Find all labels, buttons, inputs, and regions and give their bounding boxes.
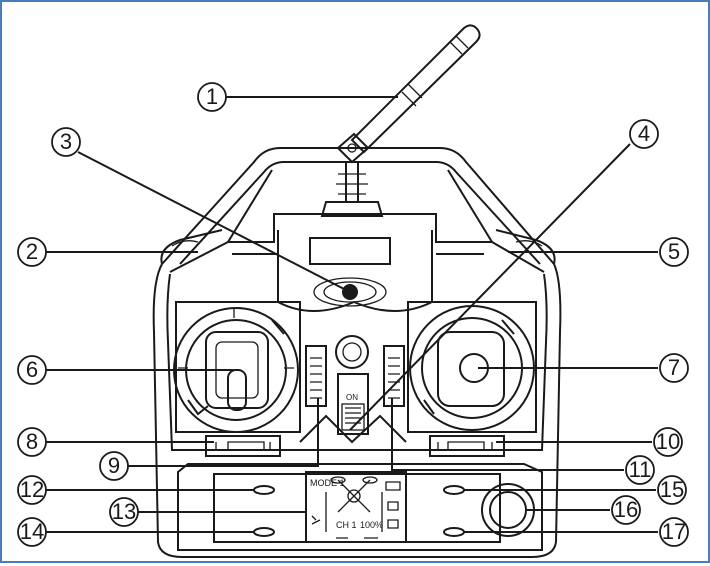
lcd-screen: MODE 1 CH 1 100% [305,471,407,543]
callout-7: 7 [659,353,689,383]
callout-16: 16 [611,495,641,525]
callout-number-7: 7 [668,355,680,380]
callout-11: 11 [625,455,655,485]
callout-3: 3 [51,127,81,157]
callout-number-16: 16 [614,497,638,522]
callout-number-11: 11 [629,457,652,482]
callout-number-14: 14 [20,519,44,544]
callout-2: 2 [17,237,47,267]
callout-number-2: 2 [26,239,38,264]
callout-17: 17 [659,517,689,547]
callout-circle-2 [17,237,47,267]
antenna [320,24,481,217]
callout-5: 5 [659,237,689,267]
callout-number-12: 12 [20,477,44,502]
lcd-channel-text: CH 1 [336,520,357,530]
callout-number-5: 5 [668,239,680,264]
callout-number-6: 6 [26,357,38,382]
callout-number-9: 9 [108,453,120,478]
callout-circle-14 [17,517,47,547]
left-stick-gimbal [173,301,301,433]
callout-number-10: 10 [656,429,680,454]
callout-circle-3 [51,127,81,157]
callout-circle-10 [653,427,683,457]
callout-circle-15 [657,475,687,505]
callout-15: 15 [657,475,687,505]
callout-number-8: 8 [26,429,38,454]
callout-circle-7 [659,353,689,383]
callout-number-15: 15 [660,477,684,502]
leader-lines [46,96,658,533]
horizontal-trims [205,435,505,457]
callout-circle-13 [109,497,139,527]
callout-8: 8 [17,427,47,457]
leader-11 [391,398,624,471]
callout-circle-6 [17,355,47,385]
callout-12: 12 [17,475,47,505]
callout-circle-9 [99,451,129,481]
leader-9 [128,398,319,467]
callout-circle-17 [659,517,689,547]
callout-number-4: 4 [638,121,650,146]
callout-13: 13 [109,497,139,527]
lcd-percent-text: 100% [360,520,383,530]
callout-circle-11 [625,455,655,485]
callout-14: 14 [17,517,47,547]
callout-number-3: 3 [60,129,72,154]
power-switch-label: ON [346,393,358,402]
callout-circle-12 [17,475,47,505]
callout-number-1: 1 [206,84,218,109]
controller-body [152,213,562,558]
callout-circle-8 [17,427,47,457]
callout-10: 10 [653,427,683,457]
callout-circle-16 [611,495,641,525]
callout-circle-5 [659,237,689,267]
callout-circle-4 [629,119,659,149]
controller-top [160,147,556,265]
callout-circle-1 [197,82,227,112]
lower-panel [177,463,543,551]
callout-number-17: 17 [662,519,686,544]
callout-number-13: 13 [112,499,136,524]
callout-6: 6 [17,355,47,385]
callout-1: 1 [197,82,227,112]
leader-4 [349,143,631,431]
callout-4: 4 [629,119,659,149]
callout-9: 9 [99,451,129,481]
lcd-mode-text: MODE 1 [310,478,345,488]
center-column: ON [299,335,407,444]
leader-3 [77,151,347,291]
